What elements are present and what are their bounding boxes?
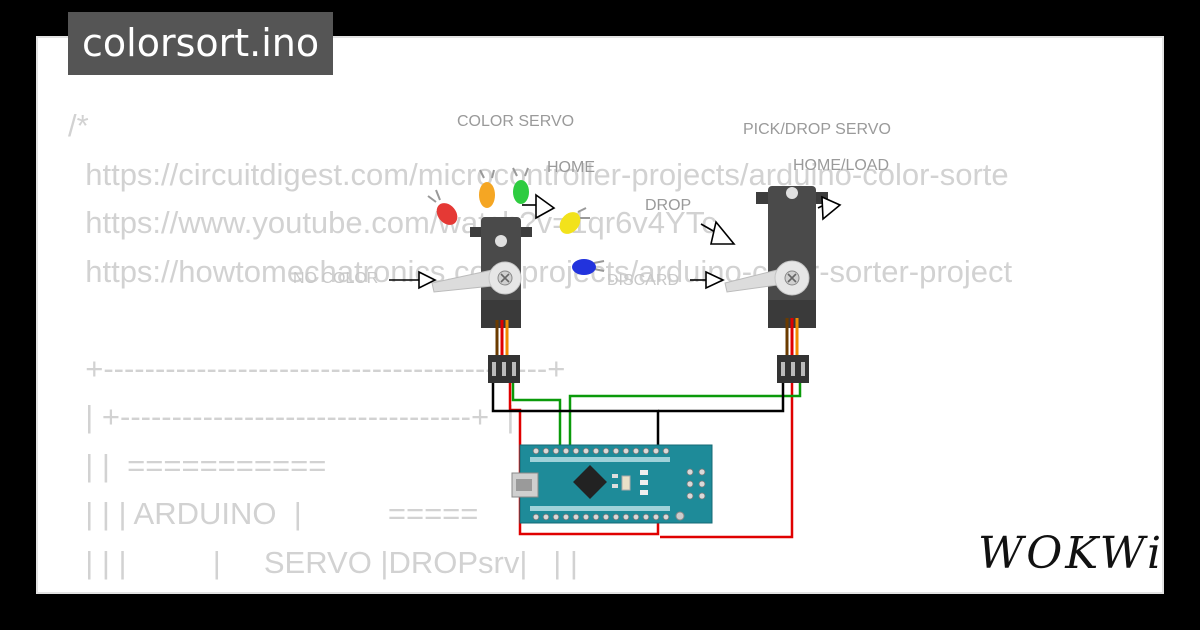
led-red-bulb xyxy=(436,203,458,225)
label-home: HOME xyxy=(547,159,595,176)
code-line: | | | | SERVO |DROPsrv| | | xyxy=(68,544,578,580)
code-background: /* https://circuitdigest.com/microcontro… xyxy=(68,102,1013,592)
wire-red-right xyxy=(660,382,794,539)
wire-black-left xyxy=(491,382,660,452)
led-green[interactable] xyxy=(512,167,529,204)
label-home-load: HOME/LOAD xyxy=(793,157,889,174)
label-color-servo: COLOR SERVO xyxy=(457,113,574,130)
label-no-color: NO COLOR xyxy=(293,270,378,287)
color-servo[interactable] xyxy=(431,217,532,383)
arrow-home-icon xyxy=(535,193,556,220)
wires xyxy=(491,382,802,539)
code-line: +---------------------------------------… xyxy=(68,350,566,386)
wire-black-right xyxy=(658,382,785,413)
wire-green-right xyxy=(568,382,802,452)
label-discard: DISCARD xyxy=(607,272,679,289)
wokwi-logo: WOKWi xyxy=(978,528,1165,579)
wire-green-left xyxy=(511,382,562,452)
led-yellow[interactable] xyxy=(555,207,590,238)
pick-drop-servo-body xyxy=(768,186,816,326)
mcu-chip xyxy=(573,465,607,499)
code-line: | +----------------------------------+ | xyxy=(68,399,515,434)
led-orange-bulb xyxy=(479,182,495,208)
icsp-header xyxy=(686,468,706,500)
arduino-nano[interactable] xyxy=(511,444,713,524)
code-line: https://howtomechatronics.com/projects/a… xyxy=(68,253,1013,289)
arrow-drop-icon xyxy=(709,220,736,245)
preview-card: /* https://circuitdigest.com/microcontro… xyxy=(36,36,1164,594)
led-yellow-bulb xyxy=(559,212,581,234)
arrow-discard-icon xyxy=(705,270,725,290)
code-line: https://www.youtube.com/watch?v=1qr6v4YT… xyxy=(68,205,717,240)
code-line: https://circuitdigest.com/microcontrolle… xyxy=(68,156,1009,192)
code-line: /* xyxy=(68,108,89,143)
arrow-home-load-icon xyxy=(821,195,842,221)
project-title: colorsort.ino xyxy=(68,12,334,75)
label-drop: DROP xyxy=(645,197,691,214)
code-line: | | =========== xyxy=(68,447,327,483)
led-green-bulb xyxy=(513,180,529,204)
led-blue[interactable] xyxy=(572,259,605,275)
label-pick-drop-servo: PICK/DROP SERVO xyxy=(743,121,891,138)
angle-arrows xyxy=(389,193,842,290)
arrow-no-color-icon xyxy=(418,270,437,290)
reset-button xyxy=(675,511,685,521)
pick-drop-servo[interactable] xyxy=(724,186,828,383)
led-red[interactable] xyxy=(427,189,462,229)
code-line: | | | ARDUINO | ===== xyxy=(68,496,479,531)
led-orange[interactable] xyxy=(479,169,495,208)
led-blue-bulb xyxy=(572,259,596,275)
